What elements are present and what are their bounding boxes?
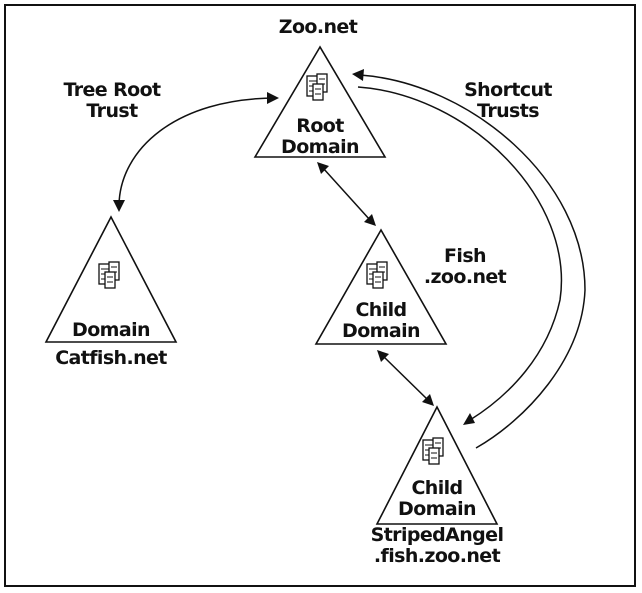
child-stripedangel-trust-arrow xyxy=(382,355,429,401)
root-child-trust-arrow xyxy=(322,167,371,221)
root-domain-triangle xyxy=(253,45,387,158)
shortcut-trusts-label: Shortcut Trusts xyxy=(464,79,552,122)
stripedangel-domain-triangle xyxy=(375,405,499,525)
shortcut-trust-arrow-up xyxy=(359,74,586,449)
stripedangel-name-label: StripedAngel .fish.zoo.net xyxy=(370,524,504,567)
shortcut-trust-arrow-down xyxy=(357,86,563,421)
diagram-title: Zoo.net xyxy=(278,16,358,38)
root-domain-label: Root Domain xyxy=(281,115,359,158)
stripedangel-domain-label: Child Domain xyxy=(398,477,476,520)
fish-zoo-label: Fish .zoo.net xyxy=(423,245,507,288)
child-domain-label: Child Domain xyxy=(342,299,420,342)
catfish-name-label: Catfish.net xyxy=(55,347,167,369)
diagram-frame xyxy=(4,4,636,587)
catfish-domain-label: Domain xyxy=(72,319,150,341)
tree-root-trust-label: Tree Root Trust xyxy=(63,79,161,122)
tree-root-trust-arrow xyxy=(118,97,278,206)
